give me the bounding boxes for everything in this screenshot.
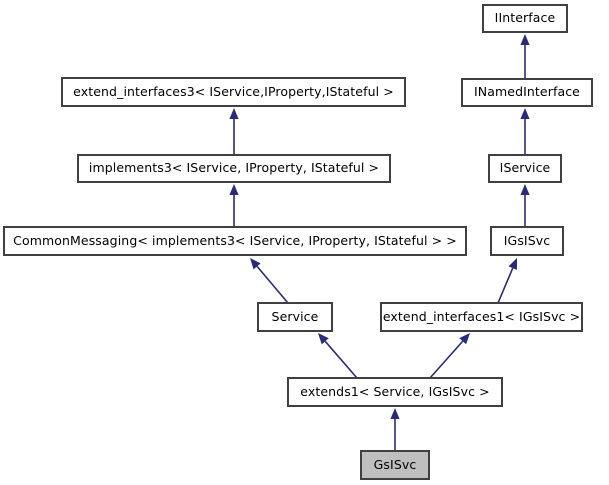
- class-node-extend_interfaces3[interactable]: extend_interfaces3< IService,IProperty,I…: [61, 77, 406, 107]
- inheritance-arrow: [229, 108, 239, 155]
- class-node-label: CommonMessaging< implements3< IService, …: [13, 232, 457, 248]
- inheritance-arrow: [497, 258, 517, 304]
- class-node-implements3[interactable]: implements3< IService, IProperty, IState…: [77, 154, 391, 183]
- arrow-head-icon: [520, 108, 530, 119]
- inheritance-arrow: [429, 333, 470, 379]
- arrow-head-icon: [229, 108, 239, 119]
- arrow-head-icon: [229, 184, 239, 195]
- class-node-iservice[interactable]: IService: [488, 154, 562, 183]
- inheritance-arrow: [520, 184, 530, 227]
- arrow-shaft: [324, 340, 358, 379]
- arrow-head-icon: [318, 333, 329, 345]
- arrow-head-icon: [250, 258, 261, 270]
- class-node-iinterface[interactable]: IInterface: [482, 4, 568, 33]
- inheritance-arrow: [229, 184, 239, 227]
- inheritance-arrow: [250, 258, 289, 304]
- class-node-extend_interfaces1[interactable]: extend_interfaces1< IGsISvc >: [380, 302, 583, 332]
- class-node-label: extend_interfaces1< IGsISvc >: [382, 308, 581, 324]
- arrow-head-icon: [390, 408, 400, 419]
- class-node-label: extend_interfaces3< IService,IProperty,I…: [73, 83, 394, 99]
- arrow-shaft: [429, 340, 464, 379]
- class-node-label: IInterface: [494, 10, 556, 26]
- class-node-inamedinterface[interactable]: INamedInterface: [461, 78, 593, 107]
- arrow-head-icon: [508, 258, 517, 270]
- class-node-label: GsISvc: [373, 456, 417, 472]
- inheritance-arrow: [390, 408, 400, 451]
- class-node-extends1[interactable]: extends1< Service, IGsISvc >: [287, 377, 503, 407]
- class-node-igsisvc[interactable]: IGsISvc: [490, 226, 564, 256]
- arrow-shaft: [256, 265, 289, 304]
- class-node-label: IGsISvc: [503, 232, 551, 248]
- class-node-commonmessaging[interactable]: CommonMessaging< implements3< IService, …: [3, 226, 467, 256]
- class-node-label: INamedInterface: [474, 84, 580, 100]
- arrow-shaft: [497, 267, 514, 304]
- class-node-label: extends1< Service, IGsISvc >: [300, 383, 490, 399]
- class-node-service[interactable]: Service: [257, 302, 333, 332]
- inheritance-arrow: [520, 34, 530, 79]
- arrow-head-icon: [520, 184, 530, 195]
- class-node-label: Service: [271, 308, 319, 324]
- inheritance-arrow: [318, 333, 358, 379]
- inheritance-arrow: [520, 108, 530, 155]
- arrow-head-icon: [459, 333, 470, 345]
- class-node-label: implements3< IService, IProperty, IState…: [88, 160, 380, 176]
- class-node-gsisvc[interactable]: GsISvc: [360, 450, 430, 480]
- class-node-label: IService: [499, 160, 551, 176]
- arrow-head-icon: [520, 34, 530, 45]
